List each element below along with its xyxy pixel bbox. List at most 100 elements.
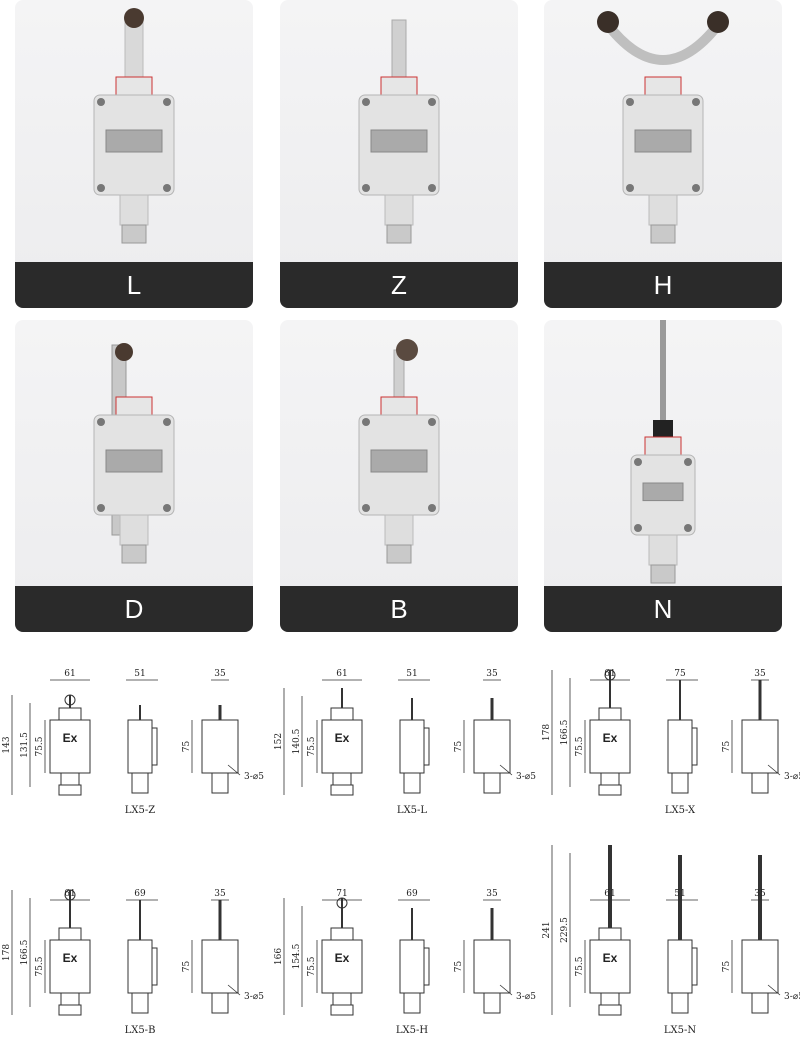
model-label: LX5-B [125,1025,156,1036]
screw [634,524,642,532]
model-label: LX5-H [396,1025,429,1036]
total-height-label: 241 [542,921,552,938]
screw [684,458,692,466]
front-width-label: 61 [604,889,615,899]
switch-neck [115,396,153,418]
switch-lower [119,194,149,226]
back-lower [751,772,769,794]
side-lower [403,772,421,794]
product-label: B [280,586,518,632]
back-body [201,939,239,994]
nameplate [105,129,163,153]
total-height-label: 152 [274,733,284,750]
product-card-n: N [544,320,782,632]
body-height-label: 75.5 [307,736,317,756]
side-cover [423,947,430,986]
back-lower [751,992,769,1014]
side-lower [131,992,149,1014]
actuator-roller [336,897,348,909]
side-lower [403,992,421,1014]
product-card-h: H [544,0,782,308]
switch-photo [93,8,175,244]
cable-gland [650,564,676,584]
holes-label: 3-⌀5 [516,772,536,782]
side-width-label: 51 [406,669,417,679]
back-height-label: 75 [722,961,732,973]
side-width-label: 51 [134,669,145,679]
switch-neck [115,76,153,98]
switch-photo [597,11,729,244]
cable-gland [386,224,412,244]
screw [684,524,692,532]
ex-emblem: Ex [63,951,78,965]
side-lower [671,992,689,1014]
side-body [399,939,425,994]
switch-photo [358,19,440,244]
side-cover [423,727,430,766]
side-body [667,939,693,994]
product-label: H [544,262,782,308]
product-label: D [15,586,253,632]
hole-leader [227,984,241,996]
ex-emblem: Ex [335,731,350,745]
screw [692,98,700,106]
back-height-label: 75 [454,741,464,753]
back-width-label: 35 [486,669,498,679]
switch-neck [380,396,418,418]
cable-gland [650,224,676,244]
product-card-d: D [15,320,253,632]
screw [163,418,171,426]
front-body [589,719,631,774]
side-cover [691,947,698,986]
back-width-label: 35 [214,889,226,899]
back-height-label: 75 [182,741,192,753]
total-height-label: 143 [2,736,12,753]
hole-leader [499,984,513,996]
back-body [741,939,779,994]
switch-lower [119,514,149,546]
total-height-label: 166 [274,948,284,965]
hole-leader [767,764,781,776]
switch-lower [384,194,414,226]
screw [362,98,370,106]
side-cover [691,727,698,766]
cable-gland [121,544,147,564]
screw [626,184,634,192]
front-gland [330,784,354,796]
cable-gland [386,544,412,564]
front-neck [598,927,622,941]
body-height-label: 75.5 [35,736,45,756]
front-width-label: 61 [336,669,347,679]
total-height-label: 178 [2,944,12,961]
back-height-label: 75 [722,741,732,753]
front-lower [600,772,620,786]
switch-neck [644,76,682,98]
switch-photo [358,339,440,564]
side-width-label: 51 [674,889,685,899]
hole-leader [227,764,241,776]
front-lower [60,772,80,786]
mid-height-label: 131.5 [20,732,30,758]
switch-neck [644,436,682,458]
front-width-label: 61 [64,669,75,679]
fork [604,21,722,65]
model-label: LX5-N [664,1025,697,1036]
front-gland [58,784,82,796]
ex-emblem: Ex [335,951,350,965]
screw [163,504,171,512]
screw [163,184,171,192]
side-lower [131,772,149,794]
screw [626,98,634,106]
side-width-label: 69 [134,889,146,899]
total-height-label: 178 [542,724,552,741]
back-body [473,719,511,774]
body-height-label: 75.5 [575,956,585,976]
product-label: N [544,586,782,632]
front-lower [600,992,620,1006]
front-neck [330,927,354,941]
side-body [399,719,425,774]
front-gland [58,1004,82,1016]
front-width-label: 61 [64,889,75,899]
side-lower [671,772,689,794]
